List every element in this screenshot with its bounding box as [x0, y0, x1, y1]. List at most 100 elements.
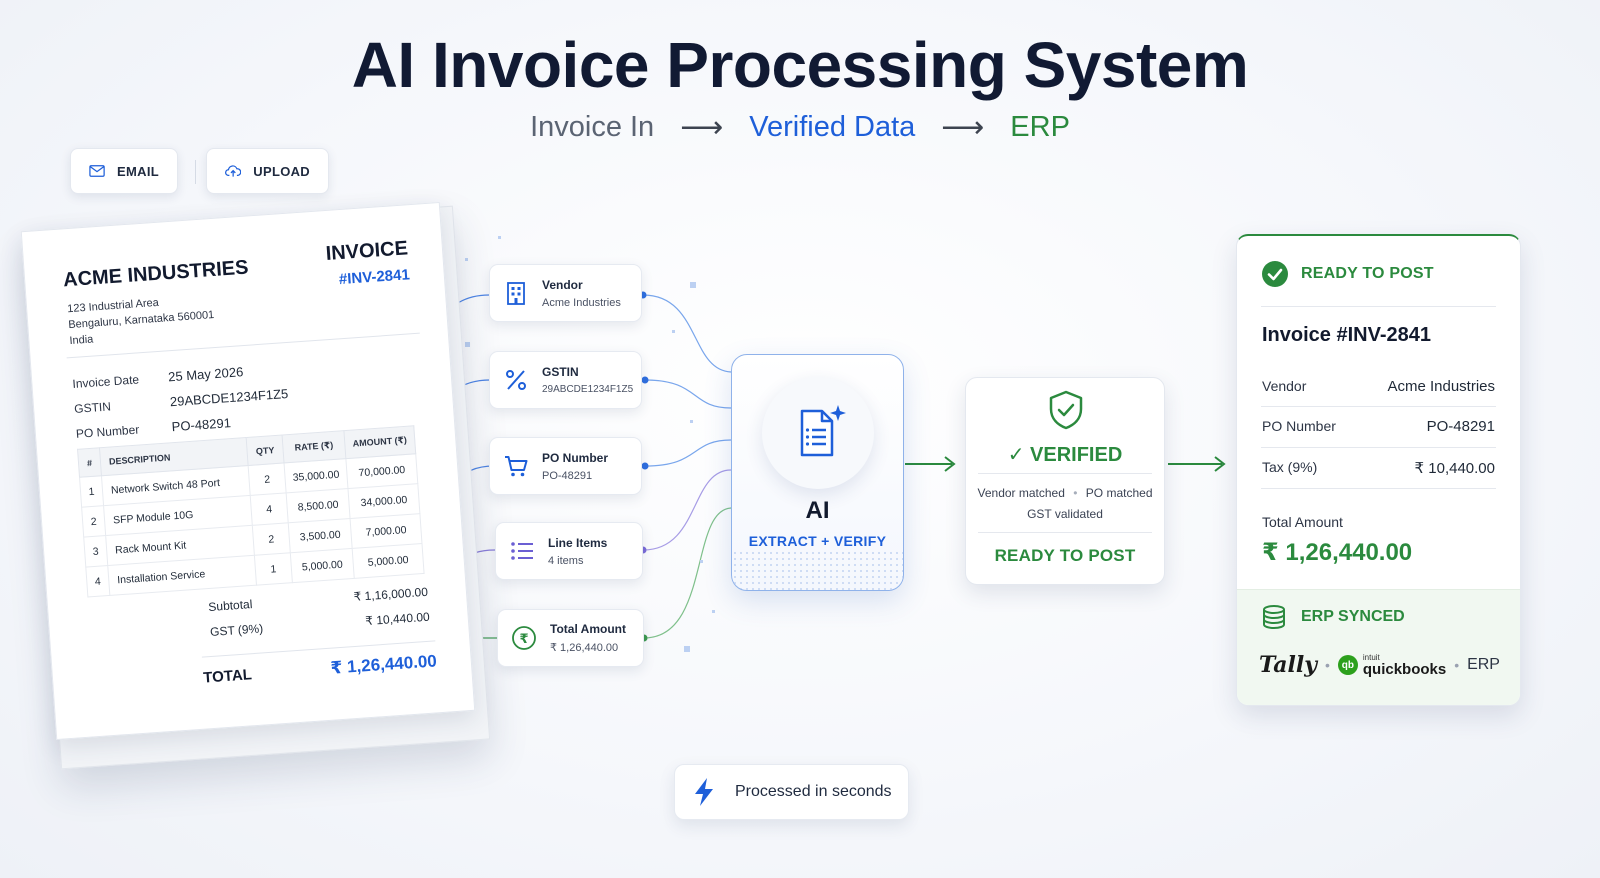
- po-matched-text: PO matched: [1085, 486, 1153, 500]
- dot-separator: •: [1073, 486, 1078, 500]
- divider: [195, 160, 196, 184]
- subtotal-value: ₹ 1,16,000.00: [353, 584, 429, 604]
- invoice-paper: ACME INDUSTRIES 123 Industrial Area Beng…: [20, 201, 476, 741]
- invoice-title: Invoice #INV-2841: [1262, 324, 1431, 346]
- chip-value: PO-48291: [542, 469, 593, 482]
- list-icon: [508, 537, 536, 565]
- upload-source-button[interactable]: UPLOAD: [206, 148, 329, 194]
- col-header: QTY: [246, 435, 285, 466]
- ready-to-post-label: READY TO POST: [994, 546, 1136, 565]
- rupee-icon: ₹: [510, 624, 538, 652]
- chip-value: ₹ 1,26,440.00: [550, 642, 619, 654]
- row-label: Vendor: [1262, 378, 1307, 394]
- cell: 3: [83, 535, 108, 568]
- col-header: #: [77, 447, 102, 478]
- arrow-right-icon: ⟶: [680, 111, 724, 144]
- divider: [1261, 488, 1496, 489]
- verified-title: ✓ VERIFIED: [1007, 444, 1123, 466]
- chip-title: PO Number: [542, 450, 609, 465]
- email-label: EMAIL: [117, 163, 159, 179]
- meta-value: 29ABCDE1234F1Z5: [169, 386, 289, 410]
- chip-value: Acme Industries: [542, 296, 621, 309]
- flow-step-invoice-in: Invoice In: [530, 111, 655, 143]
- status-text: READY TO POST: [1301, 265, 1434, 282]
- cell: 4: [85, 565, 110, 597]
- meta-label: PO Number: [75, 422, 140, 441]
- erp-sync-section: ERP SYNCED Tally • qb intuit quickbooks …: [1237, 589, 1520, 705]
- arrow-right-icon: ⟶: [941, 111, 985, 144]
- cell: 2: [252, 522, 291, 556]
- field-chip-total-amount[interactable]: ₹ Total Amount ₹ 1,26,440.00: [497, 609, 644, 667]
- upload-label: UPLOAD: [253, 163, 310, 179]
- verification-checks: Vendor matched • PO matched: [966, 486, 1164, 500]
- ai-document-icon: [762, 377, 874, 489]
- ai-label: AI: [805, 497, 830, 524]
- ai-engine-card: AI EXTRACT + VERIFY: [731, 354, 904, 591]
- invoice-number: #INV-2841: [338, 266, 411, 289]
- row-value: PO-48291: [1426, 418, 1495, 435]
- row-label: PO Number: [1262, 418, 1336, 434]
- cell: 5,000.00: [290, 548, 355, 583]
- speed-text: Processed in seconds: [735, 783, 892, 800]
- gst-validated-text: GST validated: [1027, 507, 1103, 521]
- page-title: AI Invoice Processing System: [351, 29, 1249, 101]
- gst-value: ₹ 10,440.00: [364, 609, 431, 628]
- divider: [1261, 306, 1496, 307]
- cell: 1: [254, 552, 293, 586]
- chip-title: Vendor: [542, 277, 583, 292]
- gst-label: GST (9%): [209, 620, 264, 639]
- grand-total-row: TOTAL ₹ 1,26,440.00: [201, 640, 438, 688]
- invoice-totals: Subtotal₹ 1,16,000.00 GST (9%)₹ 10,440.0…: [207, 579, 430, 644]
- cell: 7,000.00: [350, 513, 422, 549]
- invoice-document: ACME INDUSTRIES 123 Industrial Area Beng…: [20, 201, 491, 770]
- meta-label: GSTIN: [73, 398, 112, 416]
- flow-subtitle: Invoice In ⟶ Verified Data ⟶ ERP: [0, 110, 1600, 145]
- quickbooks-logo: qb intuit quickbooks: [1337, 653, 1447, 678]
- quickbooks-text: quickbooks: [1362, 660, 1447, 678]
- processing-speed-badge: Processed in seconds: [674, 764, 909, 820]
- total-amount-label: Total Amount: [1262, 514, 1343, 530]
- tally-logo: Tally: [1259, 652, 1318, 678]
- vendor-matched-text: Vendor matched: [977, 486, 1065, 500]
- cell: 1: [79, 475, 104, 508]
- divider: [1261, 447, 1496, 448]
- svg-text:₹: ₹: [519, 632, 528, 647]
- erp-sync-header: ERP SYNCED: [1261, 604, 1405, 630]
- invoice-company-name: ACME INDUSTRIES: [62, 256, 250, 292]
- cell: 4: [250, 492, 289, 526]
- percent-icon: [502, 366, 530, 394]
- erp-logos: Tally • qb intuit quickbooks • ERP: [1259, 652, 1500, 678]
- meta-value: PO-48291: [171, 415, 232, 435]
- chip-value: 4 items: [548, 554, 584, 567]
- cell: 2: [248, 462, 287, 496]
- check-circle-icon: [1262, 261, 1288, 287]
- field-chip-gstin[interactable]: GSTIN 29ABCDE1234F1Z5: [489, 351, 642, 409]
- cell: 35,000.00: [284, 458, 348, 493]
- chip-title: GSTIN: [542, 365, 579, 379]
- invoice-header: INVOICE #INV-2841: [325, 237, 410, 289]
- flow-step-verified-data: Verified Data: [749, 111, 916, 143]
- mail-icon: [89, 165, 105, 177]
- status-header: READY TO POST: [1261, 260, 1434, 288]
- cell: 2: [81, 505, 106, 538]
- erp-synced-text: ERP SYNCED: [1301, 608, 1405, 625]
- database-icon: [1263, 605, 1285, 630]
- divider: [1261, 406, 1496, 407]
- field-chip-po-number[interactable]: PO Number PO-48291: [489, 437, 642, 495]
- field-chip-vendor[interactable]: Vendor Acme Industries: [489, 264, 642, 322]
- dot-pattern: [732, 550, 903, 590]
- invoice-doc-label: INVOICE: [325, 237, 409, 266]
- po-row: PO Number PO-48291: [1262, 418, 1495, 435]
- cell: 8,500.00: [286, 488, 351, 523]
- field-chip-line-items[interactable]: Line Items 4 items: [495, 522, 643, 580]
- cell: 3,500.00: [288, 518, 353, 553]
- dot-separator: •: [1454, 657, 1460, 673]
- row-label: Tax (9%): [1262, 459, 1318, 475]
- quickbooks-badge-icon: qb: [1337, 655, 1358, 675]
- verification-card: ✓ VERIFIED Vendor matched • PO matched G…: [965, 377, 1165, 585]
- total-amount-value: ₹ 1,26,440.00: [1262, 539, 1413, 566]
- email-source-button[interactable]: EMAIL: [70, 148, 178, 194]
